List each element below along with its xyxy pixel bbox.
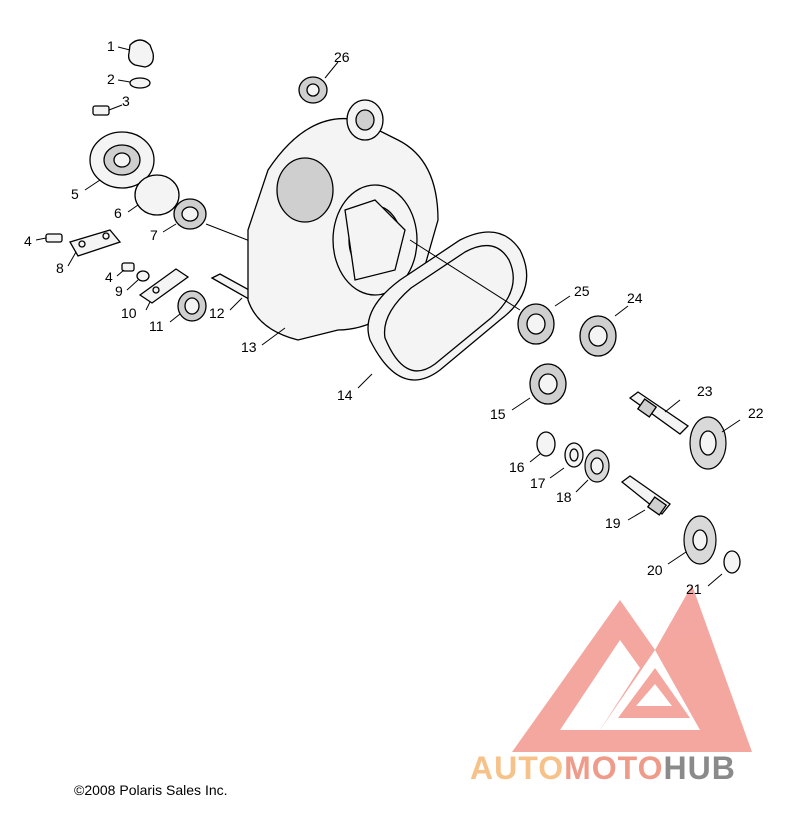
copyright-text: ©2008 Polaris Sales Inc. xyxy=(74,782,228,798)
callout-12: 12 xyxy=(209,305,225,321)
part-8-bracket xyxy=(67,229,122,267)
part-17-washer xyxy=(549,442,584,479)
part-20-gear xyxy=(667,515,717,565)
callout-2: 2 xyxy=(107,71,115,87)
part-4-bolt-upper xyxy=(35,233,63,243)
part-3-bolt xyxy=(92,104,123,116)
callout-23: 23 xyxy=(697,383,713,399)
brand-part-moto: MOTO xyxy=(564,750,664,786)
callout-3: 3 xyxy=(122,93,130,109)
callout-24: 24 xyxy=(627,290,643,306)
part-23-shaft xyxy=(628,391,690,435)
part-6-o-ring xyxy=(127,174,180,216)
callout-14: 14 xyxy=(337,387,353,403)
callout-4a: 4 xyxy=(24,233,32,249)
watermark-brand-text: AUTOMOTOHUB xyxy=(470,750,736,787)
part-10-plate xyxy=(138,268,190,311)
part-1-elbow-fitting xyxy=(117,39,154,68)
callout-13: 13 xyxy=(241,339,257,355)
part-16-snap-ring xyxy=(529,431,556,463)
callout-1: 1 xyxy=(107,38,115,54)
callout-15: 15 xyxy=(490,406,506,422)
callout-19: 19 xyxy=(605,515,621,531)
brand-part-hub: HUB xyxy=(663,750,736,786)
part-15-bearing xyxy=(511,363,567,411)
part-22-gear xyxy=(689,416,741,470)
part-18-gear xyxy=(575,449,610,493)
callout-22: 22 xyxy=(748,405,764,421)
callout-16: 16 xyxy=(509,459,525,475)
part-7-bearing xyxy=(162,198,269,249)
callout-11: 11 xyxy=(149,318,164,334)
brand-part-auto: AUTO xyxy=(470,750,565,786)
callout-17: 17 xyxy=(530,475,546,491)
callout-5: 5 xyxy=(71,186,79,202)
part-14-gasket xyxy=(357,231,528,389)
callout-7: 7 xyxy=(150,227,158,243)
part-19-shaft xyxy=(620,475,671,521)
part-21-snap-ring xyxy=(707,550,741,587)
callout-9: 9 xyxy=(115,283,123,299)
callout-4b: 4 xyxy=(105,269,113,285)
part-24-bearing xyxy=(579,305,629,357)
callout-20: 20 xyxy=(647,562,663,578)
watermark-logo xyxy=(512,585,752,752)
part-25-bearing xyxy=(517,295,571,345)
part-4-bolt-lower xyxy=(116,262,135,277)
callout-labels: 1 2 3 4 4 5 6 7 8 9 10 11 12 13 14 15 16… xyxy=(24,38,764,597)
part-13-crankcase xyxy=(247,118,439,346)
callout-26: 26 xyxy=(334,49,350,65)
callout-21: 21 xyxy=(686,581,702,597)
part-9-washer xyxy=(126,270,150,291)
callout-6: 6 xyxy=(114,205,122,221)
part-5-cover xyxy=(84,131,155,191)
part-26-bearing xyxy=(298,61,384,141)
part-2-o-ring xyxy=(117,77,151,89)
callout-25: 25 xyxy=(574,283,590,299)
part-11-seal xyxy=(169,290,207,323)
callout-18: 18 xyxy=(556,489,572,505)
callout-10: 10 xyxy=(121,305,137,321)
callout-8: 8 xyxy=(56,260,64,276)
